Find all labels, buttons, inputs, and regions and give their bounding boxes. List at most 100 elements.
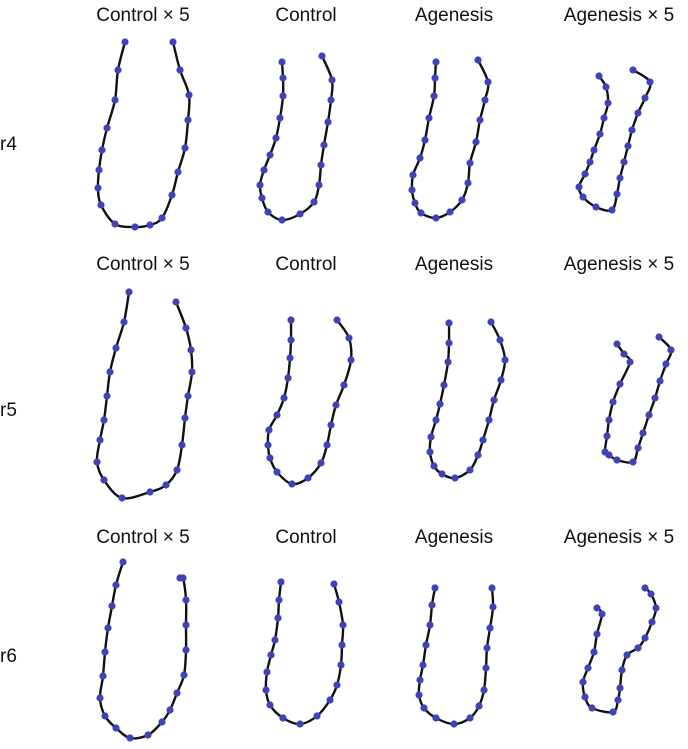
landmark-point xyxy=(146,488,154,496)
landmark-point xyxy=(182,324,190,332)
landmark-point xyxy=(187,346,195,354)
landmark-point xyxy=(656,377,664,385)
landmark-point xyxy=(616,380,624,388)
landmark-point xyxy=(592,203,600,211)
landmark-point xyxy=(426,621,434,629)
landmark-point xyxy=(641,94,649,102)
landmark-point xyxy=(101,712,109,720)
landmark-point xyxy=(613,190,621,198)
landmark-point xyxy=(330,580,338,588)
landmark-point xyxy=(111,96,119,104)
landmark-point xyxy=(337,661,345,669)
landmark-point xyxy=(174,168,182,176)
shape-outline-r6-control xyxy=(262,578,347,728)
landmark-point xyxy=(345,334,353,342)
shape-outline-r5-control xyxy=(264,316,355,488)
landmark-point xyxy=(313,712,321,720)
landmark-point xyxy=(265,426,273,434)
landmark-point xyxy=(276,114,284,122)
landmark-point xyxy=(428,601,436,609)
landmark-point xyxy=(168,191,176,199)
landmark-point xyxy=(310,198,318,206)
row-label-r6: r6 xyxy=(0,646,17,667)
landmark-point xyxy=(444,358,452,366)
landmark-point xyxy=(411,199,419,207)
landmark-point xyxy=(169,38,177,46)
landmark-point xyxy=(600,114,608,122)
landmark-point xyxy=(445,339,453,347)
landmark-point xyxy=(333,681,341,689)
landmark-point xyxy=(634,109,642,117)
landmark-point xyxy=(327,421,335,429)
column-title: Control × 5 xyxy=(96,527,189,548)
landmark-point xyxy=(320,141,328,149)
landmark-point xyxy=(581,170,589,178)
column-title: Control xyxy=(275,254,336,275)
landmark-point xyxy=(101,648,109,656)
landmark-point xyxy=(417,209,425,217)
landmark-point xyxy=(264,208,272,216)
landmark-point xyxy=(296,210,304,218)
landmark-point xyxy=(628,126,636,134)
landmark-point xyxy=(182,621,190,629)
labels-layer: Control × 5 Control Agenesis Agenesis × … xyxy=(0,5,674,667)
shapes-layer xyxy=(93,38,675,742)
shape-outline-r6-control-x5 xyxy=(96,558,190,742)
landmark-point xyxy=(158,718,166,726)
landmark-point xyxy=(272,134,280,142)
landmark-point xyxy=(278,216,286,224)
landmark-point xyxy=(479,436,487,444)
landmark-point xyxy=(324,118,332,126)
column-title: Control xyxy=(275,527,336,548)
landmark-point xyxy=(486,624,494,632)
landmark-point xyxy=(613,456,621,464)
landmark-point xyxy=(588,704,596,712)
landmark-point xyxy=(106,368,114,376)
landmark-point xyxy=(326,696,334,704)
landmark-point xyxy=(146,221,154,229)
landmark-point xyxy=(438,470,446,478)
landmark-point xyxy=(490,396,498,404)
shape-outline-r4-control xyxy=(256,52,336,224)
landmark-point xyxy=(605,451,613,459)
landmark-point xyxy=(279,92,287,100)
landmark-point xyxy=(648,618,656,626)
landmark-point xyxy=(616,684,624,692)
landmark-point xyxy=(185,91,193,99)
landmark-point xyxy=(466,466,474,474)
landmark-point xyxy=(286,354,294,362)
landmark-point xyxy=(287,316,295,324)
shape-outline-r6-agenesis xyxy=(415,584,497,728)
landmark-point xyxy=(111,220,119,228)
landmark-point xyxy=(634,444,642,452)
landmark-point xyxy=(488,584,496,592)
column-title: Control × 5 xyxy=(96,254,189,275)
landmark-point xyxy=(339,621,347,629)
landmark-point xyxy=(575,183,583,191)
shape-outline-r5-agenesis xyxy=(426,318,509,482)
landmark-point xyxy=(275,596,283,604)
landmark-point xyxy=(651,394,659,402)
landmark-point xyxy=(647,590,655,598)
landmark-point xyxy=(277,578,285,586)
landmark-point xyxy=(162,481,170,489)
landmark-point xyxy=(440,381,448,389)
outline-curve xyxy=(266,318,353,486)
landmark-point xyxy=(95,166,103,174)
landmark-point xyxy=(100,416,108,424)
landmark-point xyxy=(112,724,120,732)
landmark-point xyxy=(327,96,335,104)
landmark-point xyxy=(332,401,340,409)
landmark-point xyxy=(623,651,631,659)
landmark-point xyxy=(446,208,454,216)
landmark-point xyxy=(608,206,616,214)
landmark-point xyxy=(419,661,427,669)
landmark-point xyxy=(436,400,444,408)
landmark-point xyxy=(96,694,104,702)
landmark-point xyxy=(422,641,430,649)
landmark-point xyxy=(323,441,331,449)
landmark-point xyxy=(474,56,482,64)
landmark-point xyxy=(273,411,281,419)
landmark-point xyxy=(287,336,295,344)
landmark-point xyxy=(605,416,613,424)
